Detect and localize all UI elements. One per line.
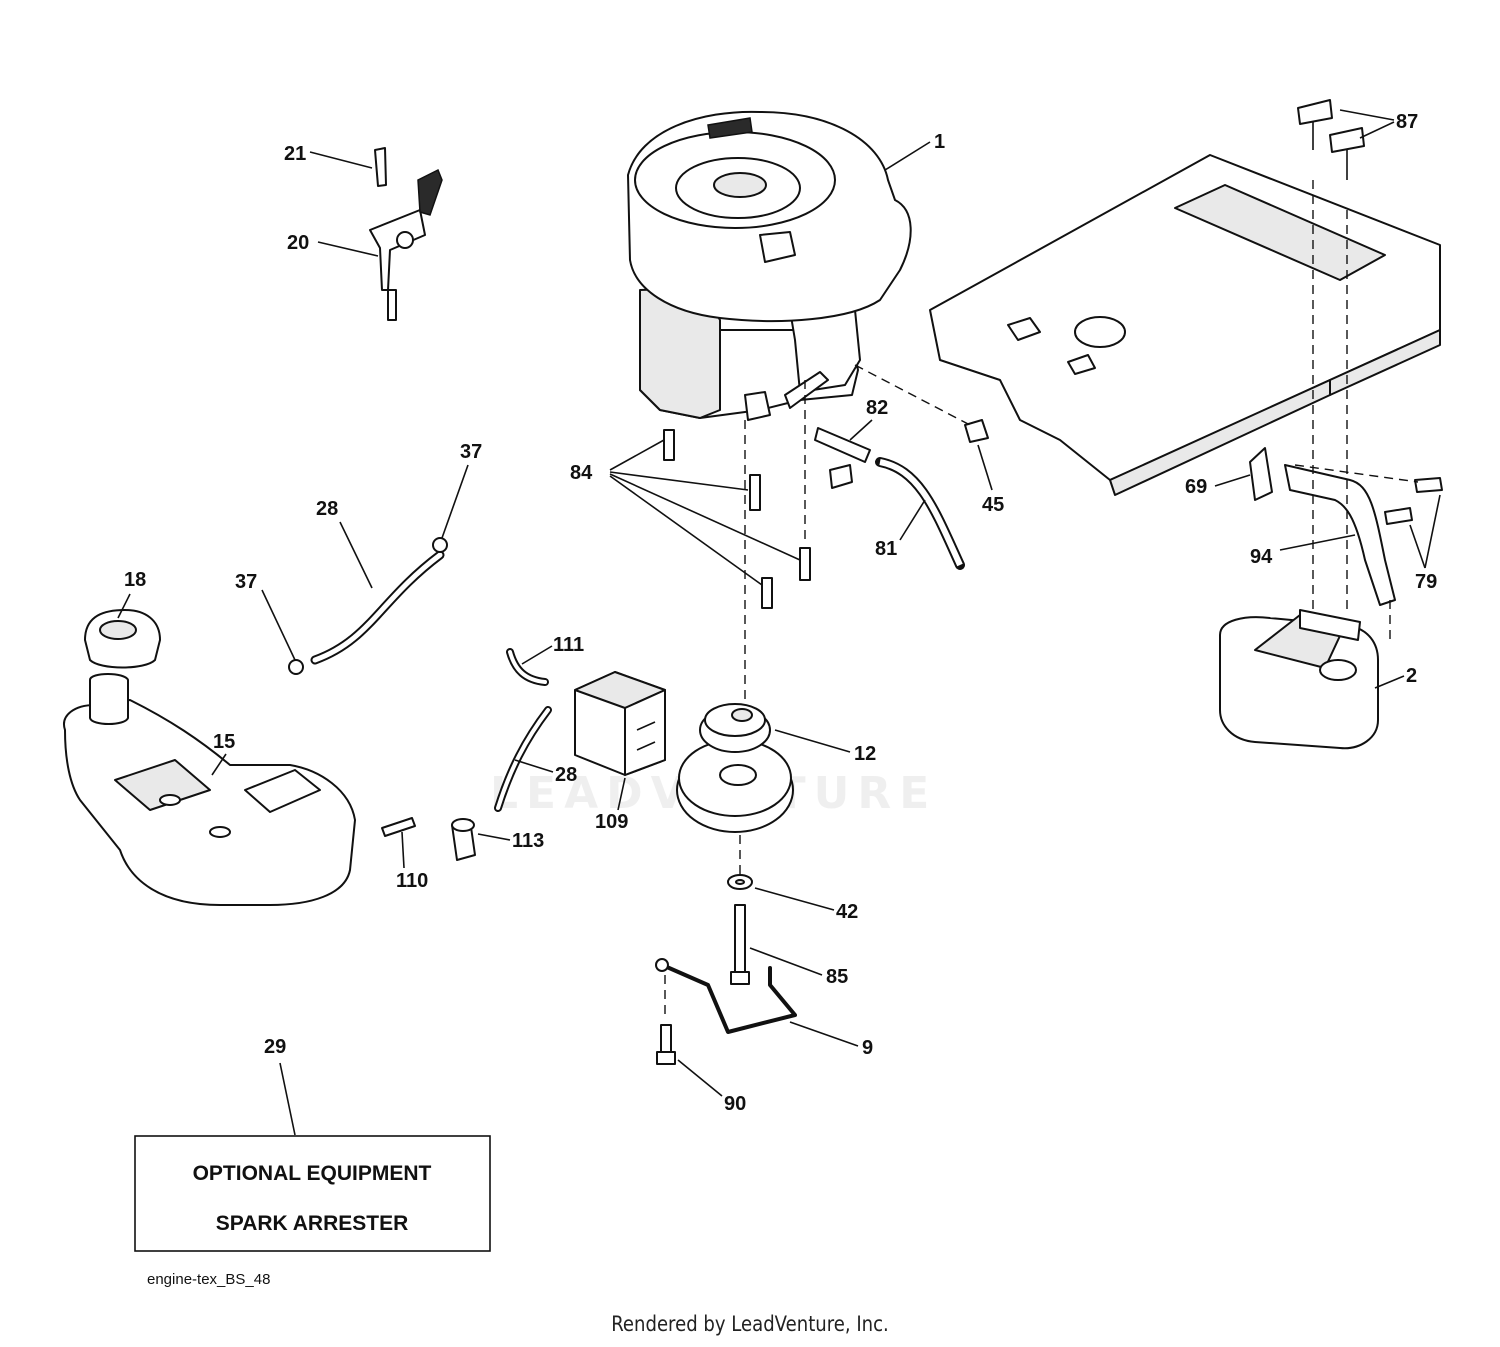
callout-label: 18 <box>124 569 146 591</box>
callout-label: 45 <box>982 494 1004 516</box>
washer-42 <box>727 874 753 890</box>
callout-label: 110 <box>396 870 428 892</box>
callout-label: 20 <box>287 232 309 254</box>
hose-111 <box>506 648 549 686</box>
frame <box>929 154 1441 496</box>
callout-label: 94 <box>1250 546 1273 568</box>
throttle-control <box>369 147 443 321</box>
fuel-filter-109 <box>574 671 666 776</box>
bolt-87-a <box>1297 99 1333 150</box>
fuel-cap-18 <box>84 609 161 669</box>
callout-label: 81 <box>875 538 897 560</box>
engine <box>627 110 912 421</box>
drawing-code: engine-tex_BS_48 <box>147 1271 270 1288</box>
bolt-87-b <box>1329 127 1365 180</box>
bolt-90 <box>656 1024 676 1065</box>
callout-label: 1 <box>934 131 945 153</box>
callout-label: 42 <box>836 901 858 923</box>
callout-label: 21 <box>284 143 306 165</box>
footer-credit: Rendered by LeadVenture, Inc. <box>611 1312 889 1336</box>
exhaust-pipe-94 <box>1284 464 1396 606</box>
callout-label: 90 <box>724 1093 746 1115</box>
callout-label: 37 <box>460 441 482 463</box>
fuel-hose-81 <box>875 457 965 570</box>
part-45 <box>964 419 989 443</box>
fuel-hose-28-upper <box>310 550 445 665</box>
callout-label: 87 <box>1396 111 1418 133</box>
callout-label: 82 <box>866 397 888 419</box>
optional-equipment-label: OPTIONAL EQUIPMENT <box>193 1162 432 1185</box>
callout-label: 84 <box>570 462 593 484</box>
callout-label: 2 <box>1406 665 1417 687</box>
fitting-113 <box>451 818 476 861</box>
bolt-85 <box>730 904 750 985</box>
pulley-12 <box>676 703 794 833</box>
gasket-69 <box>1249 447 1273 501</box>
callout-label: 12 <box>854 743 876 765</box>
callout-label: 29 <box>264 1036 286 1058</box>
callout-label: 69 <box>1185 476 1207 498</box>
muffler-2 <box>1219 609 1379 750</box>
callout-label: 85 <box>826 966 848 988</box>
fuel-valve <box>814 427 871 489</box>
callout-label: 28 <box>555 764 577 786</box>
callout-label: 37 <box>235 571 257 593</box>
hose-clamp-37 <box>432 537 448 553</box>
fuel-tank-15 <box>63 673 356 906</box>
callout-label: 113 <box>512 830 544 852</box>
fuel-hose-28-lower <box>494 706 552 812</box>
callout-label: 15 <box>213 731 235 753</box>
hose-clamp-37 <box>288 659 304 675</box>
callout-label: 79 <box>1415 571 1437 593</box>
callout-label: 9 <box>862 1037 873 1059</box>
engine-bolts-84 <box>663 429 811 609</box>
fitting-110 <box>381 817 416 837</box>
bracket-9 <box>655 958 797 1034</box>
callout-label: 28 <box>316 498 338 520</box>
spark-arrester-label: SPARK ARRESTER <box>216 1212 409 1235</box>
callout-label: 109 <box>595 811 628 833</box>
muffler-bolts-79 <box>1384 477 1443 525</box>
callout-label: 111 <box>553 634 584 656</box>
optional-equipment-box <box>134 1135 491 1252</box>
